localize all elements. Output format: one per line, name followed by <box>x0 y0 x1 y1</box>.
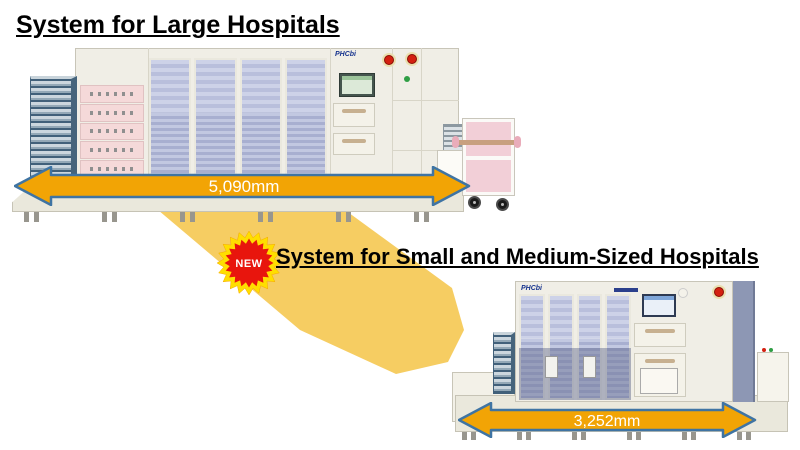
machinery-bay <box>519 348 631 400</box>
red-indicator-light <box>762 348 766 352</box>
pink-drawer <box>80 85 144 103</box>
printer-unit <box>640 368 678 394</box>
double-arrow-shape <box>458 402 757 438</box>
drawer-knobs <box>89 91 135 96</box>
large-machine-feet <box>24 212 460 222</box>
drawer-handle <box>645 359 675 363</box>
pink-drawer <box>80 141 144 160</box>
cabinet-seam <box>392 150 459 151</box>
emergency-stop-button <box>714 287 724 297</box>
large-dimension-arrow: 5,090mm <box>14 166 471 206</box>
right-conveyor-unit <box>757 352 789 402</box>
drawer-knobs <box>89 129 135 134</box>
badge-star-red <box>224 238 274 288</box>
glass-door <box>239 58 282 188</box>
cabinet-seam <box>421 48 422 190</box>
drawer-knobs <box>89 110 135 115</box>
small-tray-stack <box>493 332 515 394</box>
swoosh-band <box>158 210 464 374</box>
cart-wheel <box>468 196 481 209</box>
green-indicator-light <box>404 76 410 82</box>
cart-panel <box>466 122 511 156</box>
output-drawer <box>333 103 375 127</box>
cart-handle-end <box>452 136 459 148</box>
output-drawer <box>634 323 686 347</box>
green-indicator-light <box>769 348 773 352</box>
tray-rack-doors <box>149 58 327 188</box>
small-dimension-label: 3,252mm <box>574 413 641 430</box>
control-touchscreen <box>339 73 375 97</box>
output-drawer <box>333 133 375 155</box>
double-arrow-shape <box>14 166 471 206</box>
printer-bay <box>634 353 686 397</box>
emergency-stop-button <box>407 54 417 64</box>
badge-text: NEW <box>235 258 262 270</box>
drawer-handle <box>645 329 675 333</box>
brand-logo: PHCbi <box>521 285 542 292</box>
large-hospitals-title: System for Large Hospitals <box>16 11 340 39</box>
glass-door <box>194 58 237 188</box>
small-control-touchscreen <box>642 294 676 317</box>
model-label <box>614 288 638 292</box>
machine-pillar <box>733 281 755 402</box>
machinery-module <box>545 356 558 378</box>
screen-display <box>644 296 674 315</box>
cart-panel <box>466 160 511 192</box>
small-dimension-arrow: 3,252mm <box>458 402 757 438</box>
transport-cart <box>462 118 515 196</box>
brand-logo: PHCbi <box>335 51 356 58</box>
small-machine-feet <box>462 432 782 440</box>
large-dimension-label: 5,090mm <box>209 177 280 196</box>
glass-door <box>149 58 192 188</box>
drawer-handle <box>342 139 366 143</box>
drawer-handle <box>342 109 366 113</box>
small-hospitals-title: System for Small and Medium-Sized Hospit… <box>276 244 759 269</box>
new-badge: NEW <box>216 230 282 296</box>
cart-handle-bar <box>455 140 519 145</box>
pink-drawer <box>80 122 144 141</box>
drawer-knobs <box>89 167 135 172</box>
screen-display <box>342 76 372 94</box>
emergency-stop-button <box>384 55 394 65</box>
cart-wheel <box>496 198 509 211</box>
cabinet-seam <box>148 48 149 190</box>
cabinet-seam <box>392 100 459 101</box>
cabinet-seam <box>330 48 331 190</box>
drawer-knobs <box>89 148 135 153</box>
pink-drawer <box>80 103 144 122</box>
cart-handle-end <box>514 136 521 148</box>
vent-circle <box>678 288 688 298</box>
machinery-module <box>583 356 596 378</box>
pink-drawer-unit <box>80 85 144 178</box>
cabinet-seam <box>392 48 393 190</box>
